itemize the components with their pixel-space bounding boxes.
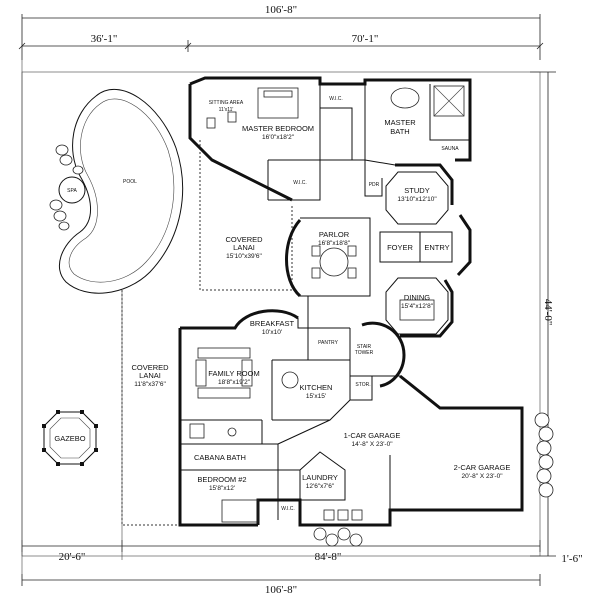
garage-1-size: 14'-8" X 23'-0"	[351, 441, 393, 448]
stor-label: STOR.	[355, 382, 370, 388]
dim-right-side: 44'-0"	[542, 299, 554, 326]
covered-lanai-top-outline	[199, 140, 293, 291]
bedroom-2-label: BEDROOM #2	[197, 475, 246, 484]
dining-size: 15'4"x12'8"	[401, 303, 434, 310]
pool-rocks	[49, 144, 84, 231]
pool-outline	[58, 89, 184, 294]
entry-label: ENTRY	[424, 243, 449, 252]
parlor-label: PARLOR	[319, 230, 350, 239]
kitchen-size: 15'x15'	[306, 393, 326, 400]
sauna-label: SAUNA	[441, 146, 459, 152]
covered-lanai-left-label: COVERED	[131, 363, 169, 372]
parlor-size: 16'8"x18'8"	[318, 240, 351, 247]
pool-inner	[68, 98, 175, 283]
garage-2-label: 2-CAR GARAGE	[454, 463, 511, 472]
foyer-label: FOYER	[387, 243, 413, 252]
dim-left-top: 36'-1"	[91, 33, 118, 45]
master-bedroom-size: 16'0"x18'2"	[262, 134, 295, 141]
cabana-bath-label: CABANA BATH	[194, 453, 246, 462]
laundry-size: 12'6"x7'6"	[306, 483, 335, 490]
dim-bottom-mid: 84'-8"	[315, 551, 342, 563]
sitting-area-size: 11'x11'	[219, 107, 234, 113]
dim-right-top: 70'-1"	[352, 33, 379, 45]
lot-outline	[21, 71, 541, 557]
dining-label: DINING	[404, 293, 430, 302]
covered-lanai-left-size: 11'8"x37'6"	[134, 381, 166, 388]
master-bath-label: MASTER	[384, 118, 416, 127]
covered-lanai-top-label: COVERED	[225, 235, 263, 244]
pool-area	[49, 89, 184, 294]
spa-outline	[58, 176, 86, 204]
master-bedroom-label: MASTER BEDROOM	[242, 124, 314, 133]
shrubs	[313, 412, 554, 547]
stair-tower-label: STAIR	[357, 344, 372, 350]
breakfast-label: BREAKFAST	[250, 319, 295, 328]
pool-label: POOL	[123, 179, 137, 185]
pantry-label: PANTRY	[318, 340, 338, 346]
wic-mid-label: W.I.C.	[293, 180, 307, 186]
kitchen-label: KITCHEN	[300, 383, 333, 392]
covered-lanai-top-size: 15'10"x39'6"	[226, 253, 262, 260]
covered-lanai-top-label-2: LANAI	[233, 243, 255, 252]
garage-2-size: 20'-8" X 23'-0"	[461, 473, 503, 480]
wic-bed2-label: W.I.C.	[281, 506, 295, 512]
family-room-size: 18'8"x19'2"	[218, 379, 251, 386]
wic-top-label: W.I.C.	[329, 96, 343, 102]
room-labels: SITTING AREA 11'x11' MASTER BEDROOM 16'0…	[131, 96, 510, 512]
garage-1-label: 1-CAR GARAGE	[344, 431, 401, 440]
breakfast-size: 10'x10'	[262, 329, 282, 336]
family-room-label: FAMILY ROOM	[208, 369, 259, 378]
gazebo-label: GAZEBO	[54, 434, 85, 443]
exterior-walls	[178, 76, 524, 527]
study-label: STUDY	[404, 186, 429, 195]
laundry-label: LAUNDRY	[302, 473, 338, 482]
dim-bottom-overall: 106'-8"	[265, 584, 297, 596]
sitting-area-label: SITTING AREA	[209, 100, 244, 106]
dim-bottom-left: 20'-6"	[59, 551, 86, 563]
dim-bottom-right: 1'-6"	[561, 553, 582, 565]
furniture	[189, 85, 465, 523]
spa-label: SPA	[67, 188, 77, 194]
stair-tower-label-2: TOWER	[355, 350, 374, 356]
master-bath-label-2: BATH	[390, 127, 409, 136]
pdr-label: PDR	[369, 182, 380, 188]
dim-overall-top: 106'-8"	[265, 4, 297, 16]
covered-lanai-left-outline	[121, 290, 181, 526]
interior-walls	[180, 84, 470, 520]
bedroom-2-size: 15'8"x12'	[209, 485, 235, 492]
study-size: 13'10"x12'10"	[397, 196, 437, 203]
gazebo	[42, 410, 98, 466]
covered-lanai-left-label-2: LANAI	[139, 371, 161, 380]
